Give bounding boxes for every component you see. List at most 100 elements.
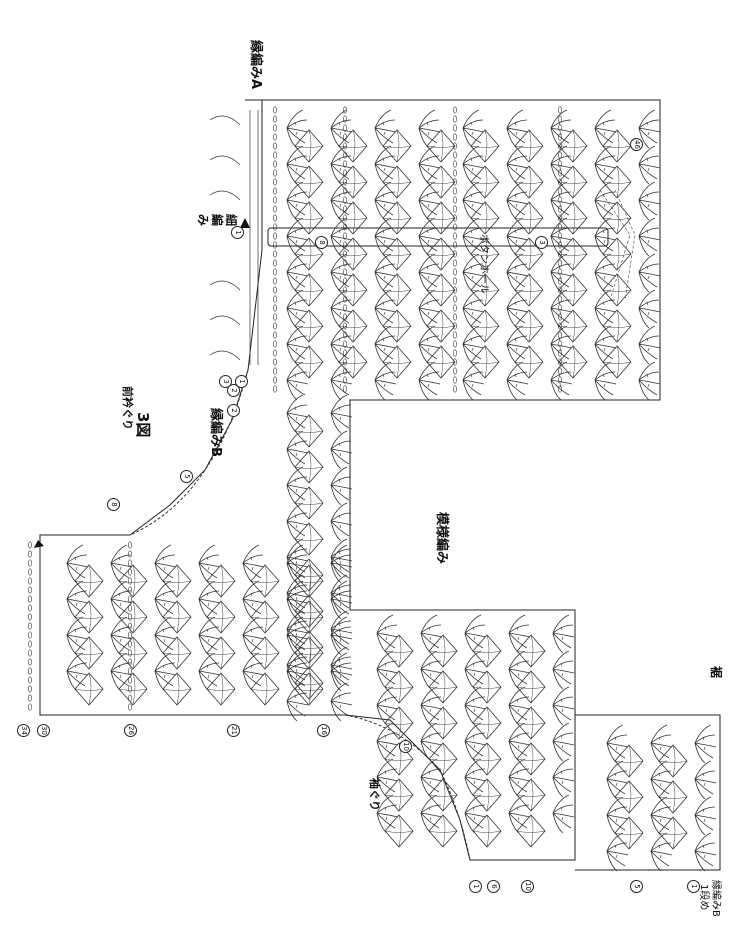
chain-stitch xyxy=(273,106,277,114)
chain-stitch xyxy=(273,385,277,393)
shell-stitch xyxy=(594,181,617,221)
chain-stitch xyxy=(453,106,457,114)
shell-stitch xyxy=(594,145,617,185)
chain-stitch xyxy=(128,667,132,675)
shell-stitch xyxy=(462,325,485,365)
figure-title: 3図 xyxy=(134,412,152,438)
shell-stitch xyxy=(330,145,353,185)
chain-stitch xyxy=(558,295,562,303)
chain-stitch xyxy=(558,268,562,276)
shell-stitch xyxy=(638,253,661,293)
chain-stitch xyxy=(28,577,32,585)
chain-stitch xyxy=(453,376,457,384)
chain-stitch xyxy=(273,259,277,267)
shell-stitch xyxy=(154,652,177,692)
shell-stitch xyxy=(462,289,485,329)
shell-stitch xyxy=(198,580,221,620)
shell-stitch xyxy=(286,253,309,293)
diamond-stitch xyxy=(516,814,546,848)
chain-stitch xyxy=(28,595,32,603)
shell-stitch xyxy=(154,580,177,620)
shell-stitch xyxy=(508,758,531,798)
shell-stitch xyxy=(506,109,529,149)
shell-stitch xyxy=(418,253,441,293)
chain-stitch xyxy=(558,124,562,132)
chain-stitch xyxy=(343,385,347,393)
chain-stitch xyxy=(128,568,132,576)
shell-stitch xyxy=(464,758,487,798)
diamond-stitch xyxy=(428,814,458,848)
chain-stitch xyxy=(273,142,277,150)
chain-stitch xyxy=(558,340,562,348)
shell-stitch xyxy=(506,253,529,293)
shell-stitch xyxy=(330,538,353,578)
shell-stitch xyxy=(374,253,397,293)
shell-stitch xyxy=(552,650,575,690)
shell-stitch xyxy=(330,325,353,365)
chain-stitch xyxy=(273,205,277,213)
row-number: 26 xyxy=(124,724,137,737)
shell-stitch xyxy=(552,686,575,726)
edge-b-row1-label: 縁編みB xyxy=(710,880,721,917)
chain-stitch xyxy=(128,541,132,549)
shell-stitch xyxy=(418,361,441,401)
armhole-edge-line xyxy=(344,714,471,861)
chain-stitch xyxy=(558,187,562,195)
shell-stitch xyxy=(594,325,617,365)
shell-stitch xyxy=(594,109,617,149)
chain-stitch xyxy=(453,367,457,375)
shell-stitch xyxy=(330,646,353,686)
shell-stitch xyxy=(330,361,353,401)
shell-stitch xyxy=(198,544,221,584)
row-number: 1 xyxy=(235,375,248,388)
chain-stitch xyxy=(28,685,32,693)
shell-stitch xyxy=(330,181,353,221)
chain-stitch xyxy=(273,115,277,123)
chain-stitch xyxy=(453,331,457,339)
row-number: 1 xyxy=(231,226,244,239)
row-number: 10 xyxy=(521,880,534,893)
row-number: 3 xyxy=(535,236,548,249)
shell-stitch xyxy=(552,722,575,762)
shell-stitch xyxy=(638,217,661,257)
chain-stitch xyxy=(558,196,562,204)
chain-stitch xyxy=(28,667,32,675)
chain-stitch xyxy=(453,277,457,285)
edge-b-label: 縁編みB xyxy=(208,408,223,457)
chain-stitch xyxy=(558,232,562,240)
pattern-stitch-label: 模様編み xyxy=(434,512,449,565)
shell-stitch xyxy=(374,217,397,257)
chain-stitch xyxy=(273,151,277,159)
shell-stitch xyxy=(508,686,531,726)
chain-stitch xyxy=(128,694,132,702)
row-number: 46 xyxy=(630,138,643,151)
shell-stitch xyxy=(376,722,399,762)
row-number: 16 xyxy=(317,724,330,737)
chain-stitch xyxy=(28,568,32,576)
shell-stitch xyxy=(420,722,443,762)
chain-stitch xyxy=(453,349,457,357)
chain-stitch xyxy=(558,106,562,114)
row-number: 21 xyxy=(227,724,240,737)
chain-stitch xyxy=(273,358,277,366)
shell-stitch xyxy=(286,574,309,614)
chain-stitch xyxy=(558,151,562,159)
shell-stitch xyxy=(606,760,629,800)
chain-stitch xyxy=(558,367,562,375)
chain-stitch xyxy=(128,649,132,657)
row-number: 1 xyxy=(687,880,700,893)
shell-stitch xyxy=(694,760,717,800)
chain-stitch xyxy=(273,331,277,339)
shell-stitch xyxy=(418,289,441,329)
shell-stitch xyxy=(286,538,309,578)
chain-stitch xyxy=(128,613,132,621)
chain-stitch xyxy=(453,151,457,159)
shell-stitch xyxy=(552,794,575,834)
shell-stitch xyxy=(638,289,661,329)
row-number: 6 xyxy=(487,880,500,893)
decrease-guide-lines xyxy=(599,189,636,301)
shell-stitch xyxy=(286,325,309,365)
chain-stitch xyxy=(128,676,132,684)
chain-stitch xyxy=(28,631,32,639)
